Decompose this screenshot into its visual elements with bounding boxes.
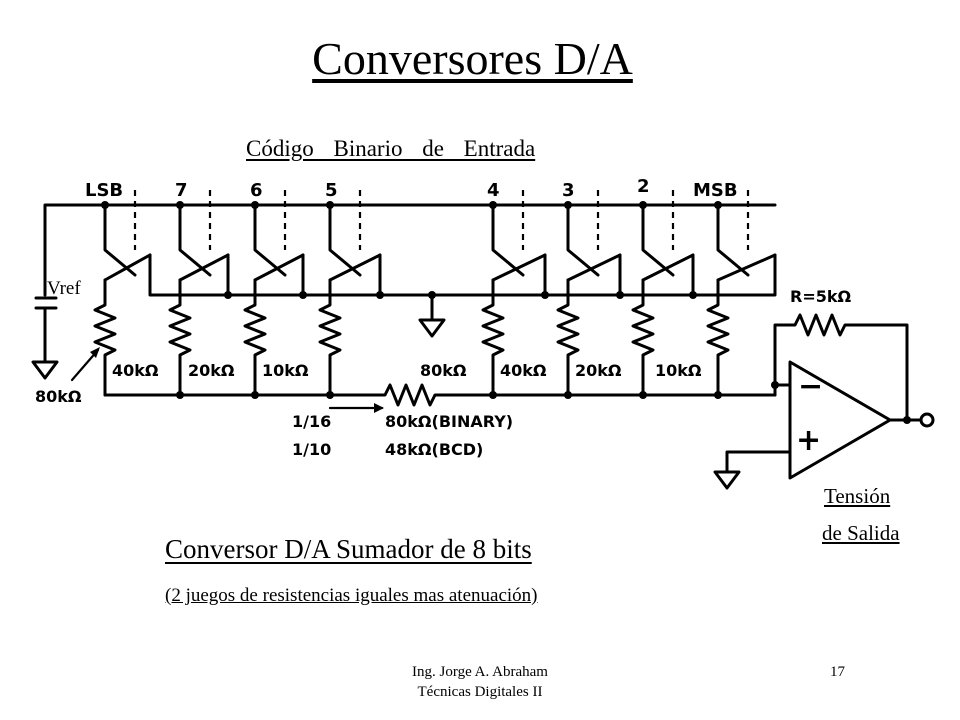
slide-title: Conversores D/A — [312, 33, 633, 84]
resistor-label-10k-g1: 10kΩ — [262, 361, 309, 380]
resistor-ladder-1 — [70, 278, 372, 399]
switch-label-5: 5 — [325, 180, 338, 201]
output-label-line2: de Salida — [822, 521, 900, 545]
switch-label-7: 7 — [175, 180, 188, 201]
page-number: 17 — [830, 664, 845, 680]
attenuator-label-binary: 80kΩ(BINARY) — [385, 412, 513, 431]
switch-label-2: 2 — [637, 176, 650, 197]
attenuator-label-bcd: 48kΩ(BCD) — [385, 440, 483, 459]
footer-course: Técnicas Digitales II — [417, 684, 543, 700]
resistor-ladder-2 — [481, 278, 777, 399]
switch-label-3: 3 — [562, 180, 575, 201]
binary-input-label: Código Binario de Entrada — [246, 136, 536, 161]
switch-label-4: 4 — [487, 180, 500, 201]
ground-bus — [148, 253, 777, 338]
ratio-label-binary: 1/16 — [292, 412, 331, 431]
resistor-label-40k-g2: 40kΩ — [500, 361, 547, 380]
schematic-labels: LSB 7 6 5 4 3 2 MSB 80kΩ 40kΩ 20kΩ 10kΩ … — [35, 176, 852, 459]
attenuation-resistor — [328, 383, 495, 413]
switch-group-1 — [103, 190, 382, 297]
reference-bus — [31, 203, 777, 380]
footer-author: Ing. Jorge A. Abraham — [412, 664, 548, 680]
resistor-label-80k-g1: 80kΩ — [35, 387, 82, 406]
switch-group-2 — [491, 190, 777, 297]
vref-label: Vref — [47, 278, 81, 299]
resistor-label-40k-g1: 40kΩ — [112, 361, 159, 380]
switch-label-6: 6 — [250, 180, 263, 201]
ratio-label-bcd: 1/10 — [292, 440, 331, 459]
opamp-plus-sign: + — [796, 423, 821, 458]
resistor-label-80k-g2: 80kΩ — [420, 361, 467, 380]
resistor-label-10k-g2: 10kΩ — [655, 361, 702, 380]
feedback-resistor-label: R=5kΩ — [790, 287, 852, 306]
slide-note: (2 juegos de resistencias iguales mas at… — [165, 585, 538, 606]
opamp — [713, 313, 935, 490]
switch-label-lsb: LSB — [85, 180, 123, 201]
switch-label-msb: MSB — [693, 180, 738, 201]
opamp-minus-sign: − — [798, 369, 823, 404]
top-junctions — [101, 201, 722, 209]
resistor-label-20k-g2: 20kΩ — [575, 361, 622, 380]
slide-subtitle: Conversor D/A Sumador de 8 bits — [165, 534, 532, 564]
resistor-label-20k-g1: 20kΩ — [188, 361, 235, 380]
output-label-line1: Tensión — [824, 484, 891, 508]
